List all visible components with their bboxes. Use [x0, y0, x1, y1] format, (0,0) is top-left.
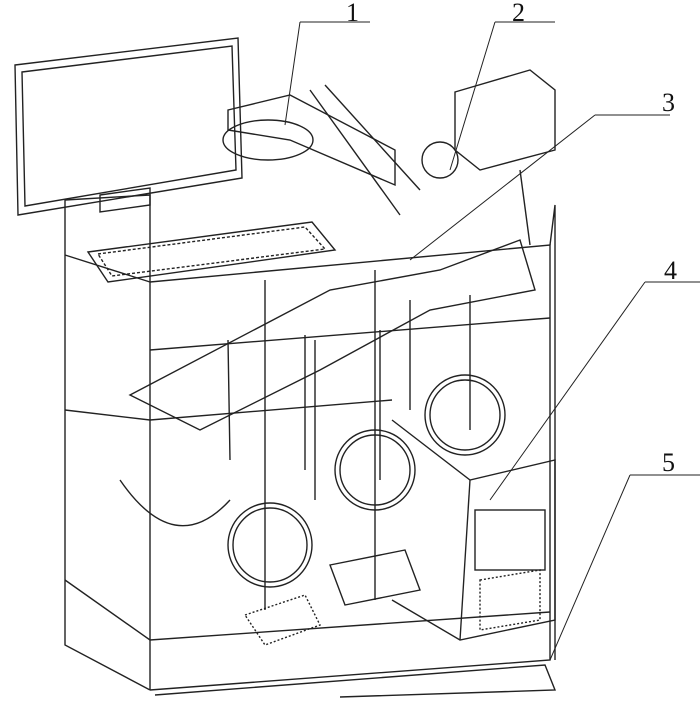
callout-2: 2: [512, 0, 525, 27]
callout-4: 4: [664, 256, 677, 285]
leader-4: [489, 281, 700, 501]
frame: [64, 194, 557, 698]
leader-5: [549, 474, 700, 661]
leader-lines: [284, 21, 700, 661]
leader-1: [284, 21, 370, 126]
conveyor-arm: [227, 84, 421, 216]
control-box: [421, 69, 556, 246]
keyboard: [86, 221, 337, 283]
callout-3: 3: [662, 88, 675, 117]
callout-1: 1: [346, 0, 359, 27]
leader-3: [409, 114, 670, 261]
chute-assembly: [119, 119, 536, 588]
monitor: [14, 37, 243, 216]
leader-2: [449, 21, 555, 171]
pc-case: [391, 419, 556, 641]
callout-5: 5: [662, 448, 675, 477]
base-items: [243, 549, 421, 646]
